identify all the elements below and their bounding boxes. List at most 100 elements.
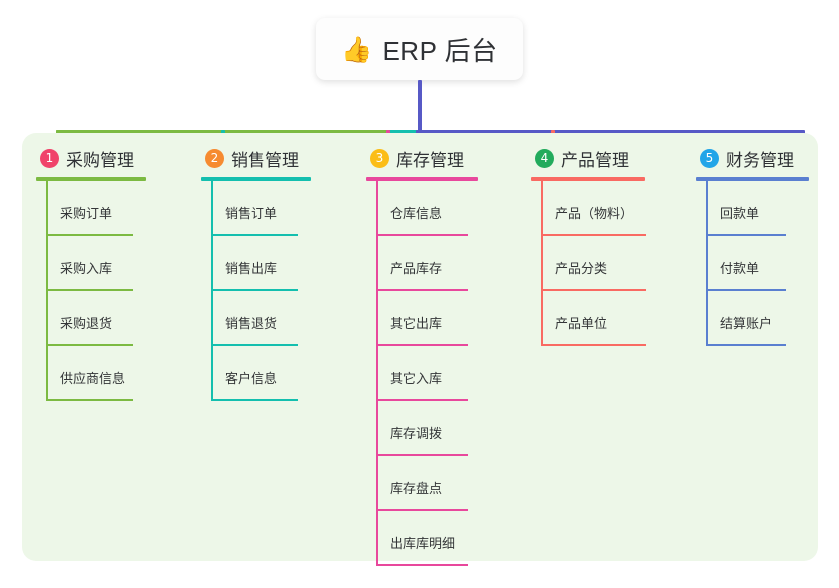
leaf-item[interactable]: 销售订单 bbox=[201, 181, 361, 236]
leaf-item-label: 库存调拨 bbox=[390, 426, 443, 441]
branch-header-5[interactable]: 5 财务管理 bbox=[696, 144, 839, 172]
leaf-item-label: 回款单 bbox=[720, 206, 760, 221]
leaf-spine bbox=[376, 401, 378, 456]
leaf-item[interactable]: 库存调拨 bbox=[366, 401, 526, 456]
leaf-item[interactable]: 采购入库 bbox=[36, 236, 196, 291]
leaf-underline bbox=[46, 289, 133, 291]
leaf-list-5: 回款单付款单结算账户 bbox=[696, 181, 839, 346]
leaf-item[interactable]: 出库库明细 bbox=[366, 511, 526, 566]
leaf-spine bbox=[706, 236, 708, 291]
leaf-item[interactable]: 采购订单 bbox=[36, 181, 196, 236]
branch-title-4: 产品管理 bbox=[561, 150, 629, 170]
leaf-underline bbox=[46, 399, 133, 401]
leaf-underline bbox=[706, 289, 786, 291]
branch-title-5: 财务管理 bbox=[726, 150, 794, 170]
leaf-item[interactable]: 产品分类 bbox=[531, 236, 691, 291]
leaf-underline bbox=[706, 234, 786, 236]
leaf-item[interactable]: 付款单 bbox=[696, 236, 839, 291]
branch-badge-5: 5 bbox=[700, 148, 719, 168]
leaf-item-label: 供应商信息 bbox=[60, 371, 126, 386]
leaf-item[interactable]: 库存盘点 bbox=[366, 456, 526, 511]
leaf-spine bbox=[376, 456, 378, 511]
leaf-underline bbox=[211, 399, 298, 401]
branch-column-4: 4 产品管理 产品（物料） 产品分类产品单位 bbox=[531, 144, 691, 346]
leaf-underline bbox=[706, 344, 786, 346]
leaf-item-label: 付款单 bbox=[720, 261, 760, 276]
branch-title-3: 库存管理 bbox=[396, 150, 464, 170]
leaf-item[interactable]: 客户信息 bbox=[201, 346, 361, 401]
branch-header-1[interactable]: 1 采购管理 bbox=[36, 144, 196, 172]
leaf-spine bbox=[376, 236, 378, 291]
branch-badge-3: 3 bbox=[370, 148, 389, 168]
leaf-item[interactable]: 结算账户 bbox=[696, 291, 839, 346]
leaf-item-label: 其它入库 bbox=[390, 371, 443, 386]
leaf-underline bbox=[376, 399, 468, 401]
leaf-item[interactable]: 其它出库 bbox=[366, 291, 526, 346]
branch-badge-2: 2 bbox=[205, 148, 224, 168]
leaf-underline bbox=[376, 454, 468, 456]
leaf-spine bbox=[706, 181, 708, 236]
leaf-item[interactable]: 产品单位 bbox=[531, 291, 691, 346]
leaf-item[interactable]: 销售出库 bbox=[201, 236, 361, 291]
thumbs-up-icon: 👍 bbox=[341, 34, 373, 64]
leaf-spine bbox=[376, 181, 378, 236]
branch-rule-4 bbox=[531, 177, 645, 181]
leaf-item-label: 采购订单 bbox=[60, 206, 113, 221]
leaf-underline bbox=[46, 234, 133, 236]
branch-column-2: 2 销售管理 销售订单销售出库销售退货客户信息 bbox=[201, 144, 361, 401]
leaf-item[interactable]: 采购退货 bbox=[36, 291, 196, 346]
leaf-spine bbox=[211, 181, 213, 236]
leaf-item[interactable]: 其它入库 bbox=[366, 346, 526, 401]
content-panel bbox=[22, 133, 818, 561]
branch-header-3[interactable]: 3 库存管理 bbox=[366, 144, 526, 172]
leaf-item[interactable]: 产品（物料） bbox=[531, 181, 691, 236]
leaf-item[interactable]: 仓库信息 bbox=[366, 181, 526, 236]
leaf-spine bbox=[211, 346, 213, 401]
branch-header-4[interactable]: 4 产品管理 bbox=[531, 144, 691, 172]
root-node[interactable]: 👍 ERP 后台 bbox=[316, 18, 523, 80]
leaf-spine bbox=[46, 181, 48, 236]
leaf-item[interactable]: 回款单 bbox=[696, 181, 839, 236]
leaf-spine bbox=[541, 236, 543, 291]
leaf-item-label: 客户信息 bbox=[225, 371, 278, 386]
leaf-spine bbox=[46, 236, 48, 291]
leaf-underline bbox=[211, 289, 298, 291]
leaf-list-4: 产品（物料） 产品分类产品单位 bbox=[531, 181, 691, 346]
leaf-spine bbox=[376, 511, 378, 566]
leaf-underline bbox=[46, 344, 133, 346]
leaf-spine bbox=[211, 236, 213, 291]
branch-column-3: 3 库存管理 仓库信息产品库存其它出库其它入库库存调拨库存盘点出库库明细 bbox=[366, 144, 526, 566]
leaf-underline bbox=[376, 289, 468, 291]
leaf-item-label: 产品库存 bbox=[390, 261, 443, 276]
branch-rule-3 bbox=[366, 177, 478, 181]
leaf-item-label: 采购退货 bbox=[60, 316, 113, 331]
branch-column-1: 1 采购管理 采购订单采购入库采购退货供应商信息 bbox=[36, 144, 196, 401]
leaf-spine bbox=[541, 181, 543, 236]
leaf-item[interactable]: 供应商信息 bbox=[36, 346, 196, 401]
leaf-item[interactable]: 产品库存 bbox=[366, 236, 526, 291]
branch-column-5: 5 财务管理 回款单付款单结算账户 bbox=[696, 144, 839, 346]
leaf-item-label: 出库库明细 bbox=[390, 536, 456, 551]
leaf-underline bbox=[541, 289, 646, 291]
leaf-spine bbox=[46, 346, 48, 401]
leaf-underline bbox=[376, 234, 468, 236]
branch-rule-5 bbox=[696, 177, 809, 181]
leaf-item-label: 产品（物料） bbox=[555, 206, 634, 221]
leaf-underline bbox=[376, 564, 468, 566]
branch-header-2[interactable]: 2 销售管理 bbox=[201, 144, 361, 172]
branch-title-2: 销售管理 bbox=[231, 150, 299, 170]
root-node-title: ERP 后台 bbox=[382, 35, 498, 66]
leaf-underline bbox=[541, 234, 646, 236]
trunk-segment-indigo bbox=[416, 130, 804, 134]
leaf-underline bbox=[376, 344, 468, 346]
branch-badge-4: 4 bbox=[535, 148, 554, 168]
leaf-underline bbox=[541, 344, 646, 346]
leaf-underline bbox=[211, 234, 298, 236]
leaf-item-label: 结算账户 bbox=[720, 316, 773, 331]
branch-badge-1: 1 bbox=[40, 148, 59, 168]
leaf-spine bbox=[376, 291, 378, 346]
leaf-underline bbox=[376, 509, 468, 511]
leaf-item[interactable]: 销售退货 bbox=[201, 291, 361, 346]
branch-title-1: 采购管理 bbox=[66, 150, 134, 170]
leaf-underline bbox=[211, 344, 298, 346]
